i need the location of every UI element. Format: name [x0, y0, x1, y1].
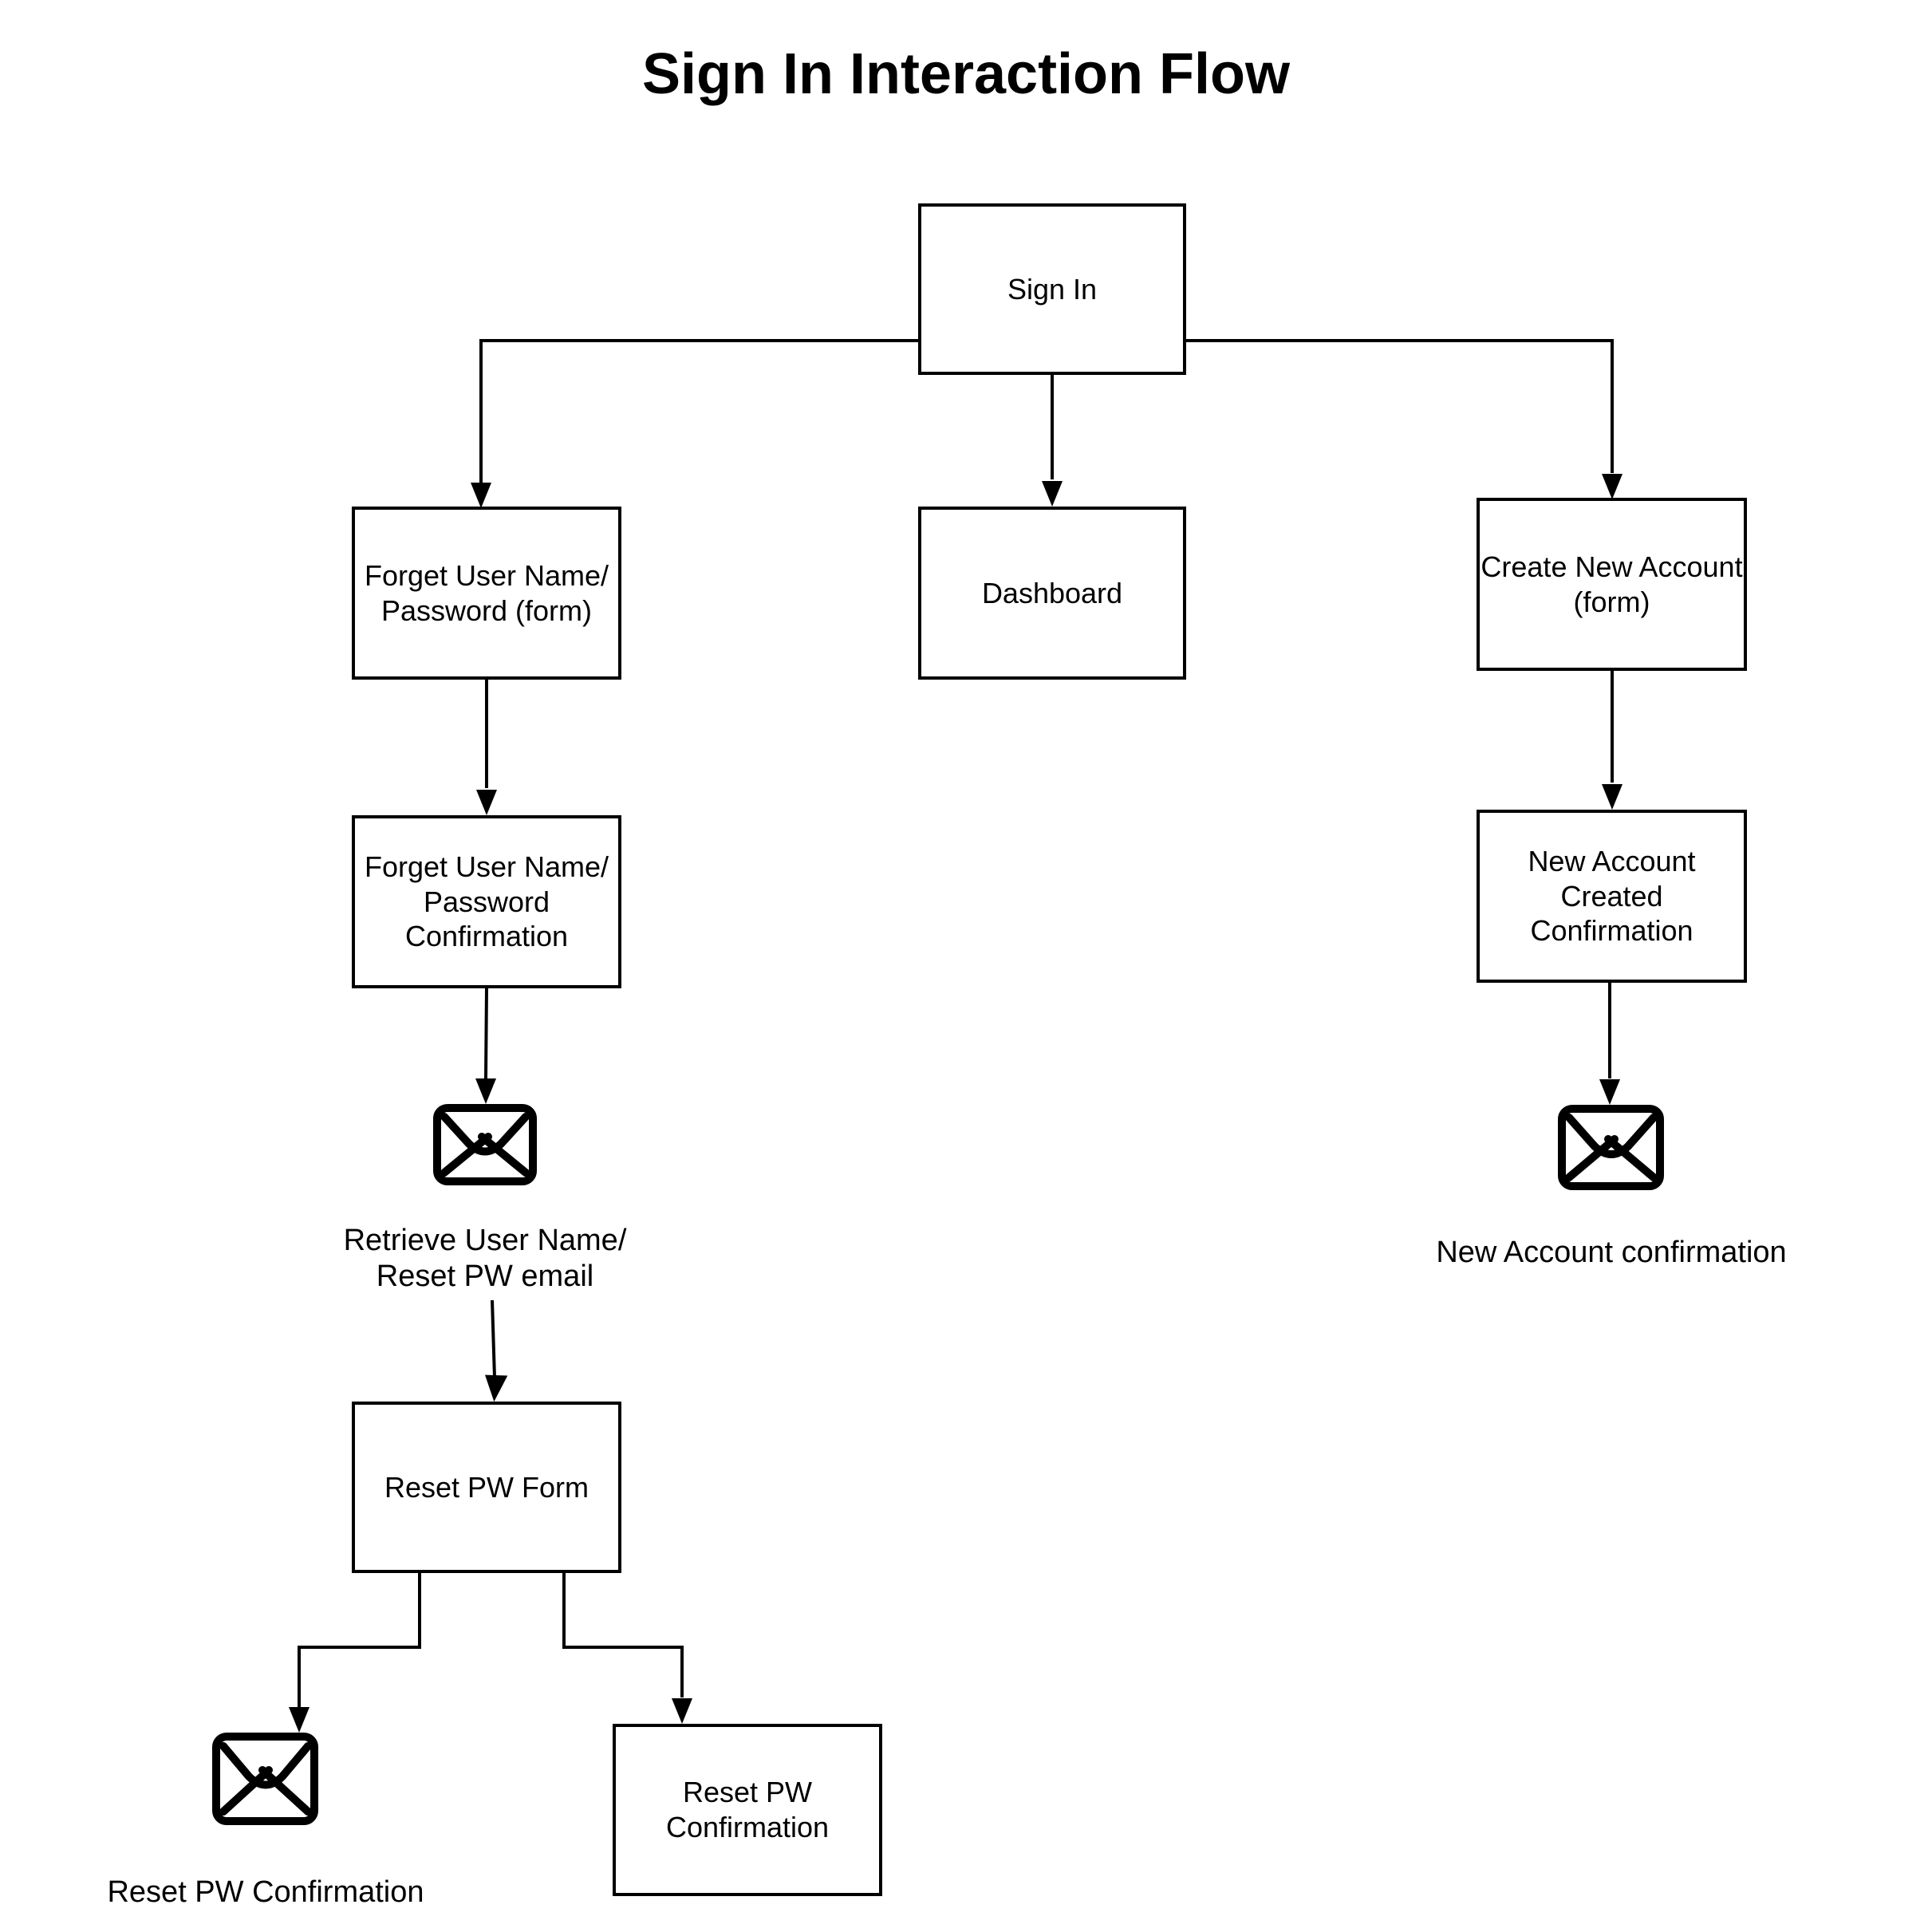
arrowhead-icon: [289, 1707, 310, 1733]
label-retrieve-user-name-reset-pw-email: Retrieve User Name/ Reset PW email: [343, 1224, 627, 1293]
arrowhead-icon: [471, 483, 491, 508]
node-reset-pw-form: Reset PW Form: [352, 1402, 621, 1573]
envelope-icon: [212, 1733, 318, 1825]
edge-retrieve-email-to-reset-pw-form: [485, 1299, 508, 1402]
arrowhead-icon: [476, 790, 497, 815]
arrowhead-icon: [672, 1698, 692, 1724]
arrowhead-icon: [1599, 1079, 1620, 1105]
node-new-account-created-confirmation: New Account Created Confirmation: [1477, 810, 1747, 983]
envelope-icon: [1558, 1105, 1664, 1190]
node-dashboard: Dashboard: [918, 507, 1186, 680]
edge-sign-in-to-dashboard: [1042, 375, 1063, 507]
node-forget-user-name-password-form: Forget User Name/ Password (form): [352, 507, 621, 680]
label-new-account-confirmation: New Account confirmation: [1436, 1236, 1787, 1269]
page-title: Sign In Interaction Flow: [641, 42, 1290, 107]
edge-forget-confirmation-to-retrieve-email: [475, 988, 496, 1104]
arrowhead-icon: [1602, 474, 1622, 499]
arrowhead-icon: [485, 1374, 508, 1402]
edge-reset-pw-form-to-reset-pw-confirmation: [562, 1573, 692, 1724]
edge-reset-pw-form-to-reset-pw-email: [289, 1573, 421, 1733]
edge-forget-form-to-forget-confirmation: [476, 680, 497, 815]
node-forget-user-name-password-confirmation: Forget User Name/ Password Confirmation: [352, 815, 621, 988]
node-sign-in: Sign In: [918, 203, 1186, 375]
label-reset-pw-confirmation: Reset PW Confirmation: [107, 1875, 424, 1909]
node-create-new-account-form: Create New Account (form): [1477, 498, 1747, 671]
edge-sign-in-to-create-account: [1186, 339, 1622, 499]
arrowhead-icon: [475, 1078, 496, 1104]
edge-sign-in-to-forget-form: [471, 339, 919, 508]
edge-account-created-to-new-account-email: [1599, 983, 1620, 1105]
envelope-icon: [433, 1104, 537, 1185]
node-reset-pw-confirmation: Reset PW Confirmation: [613, 1724, 882, 1896]
arrowhead-icon: [1042, 481, 1063, 507]
edge-create-account-to-account-created: [1602, 671, 1622, 810]
arrowhead-icon: [1602, 784, 1622, 810]
